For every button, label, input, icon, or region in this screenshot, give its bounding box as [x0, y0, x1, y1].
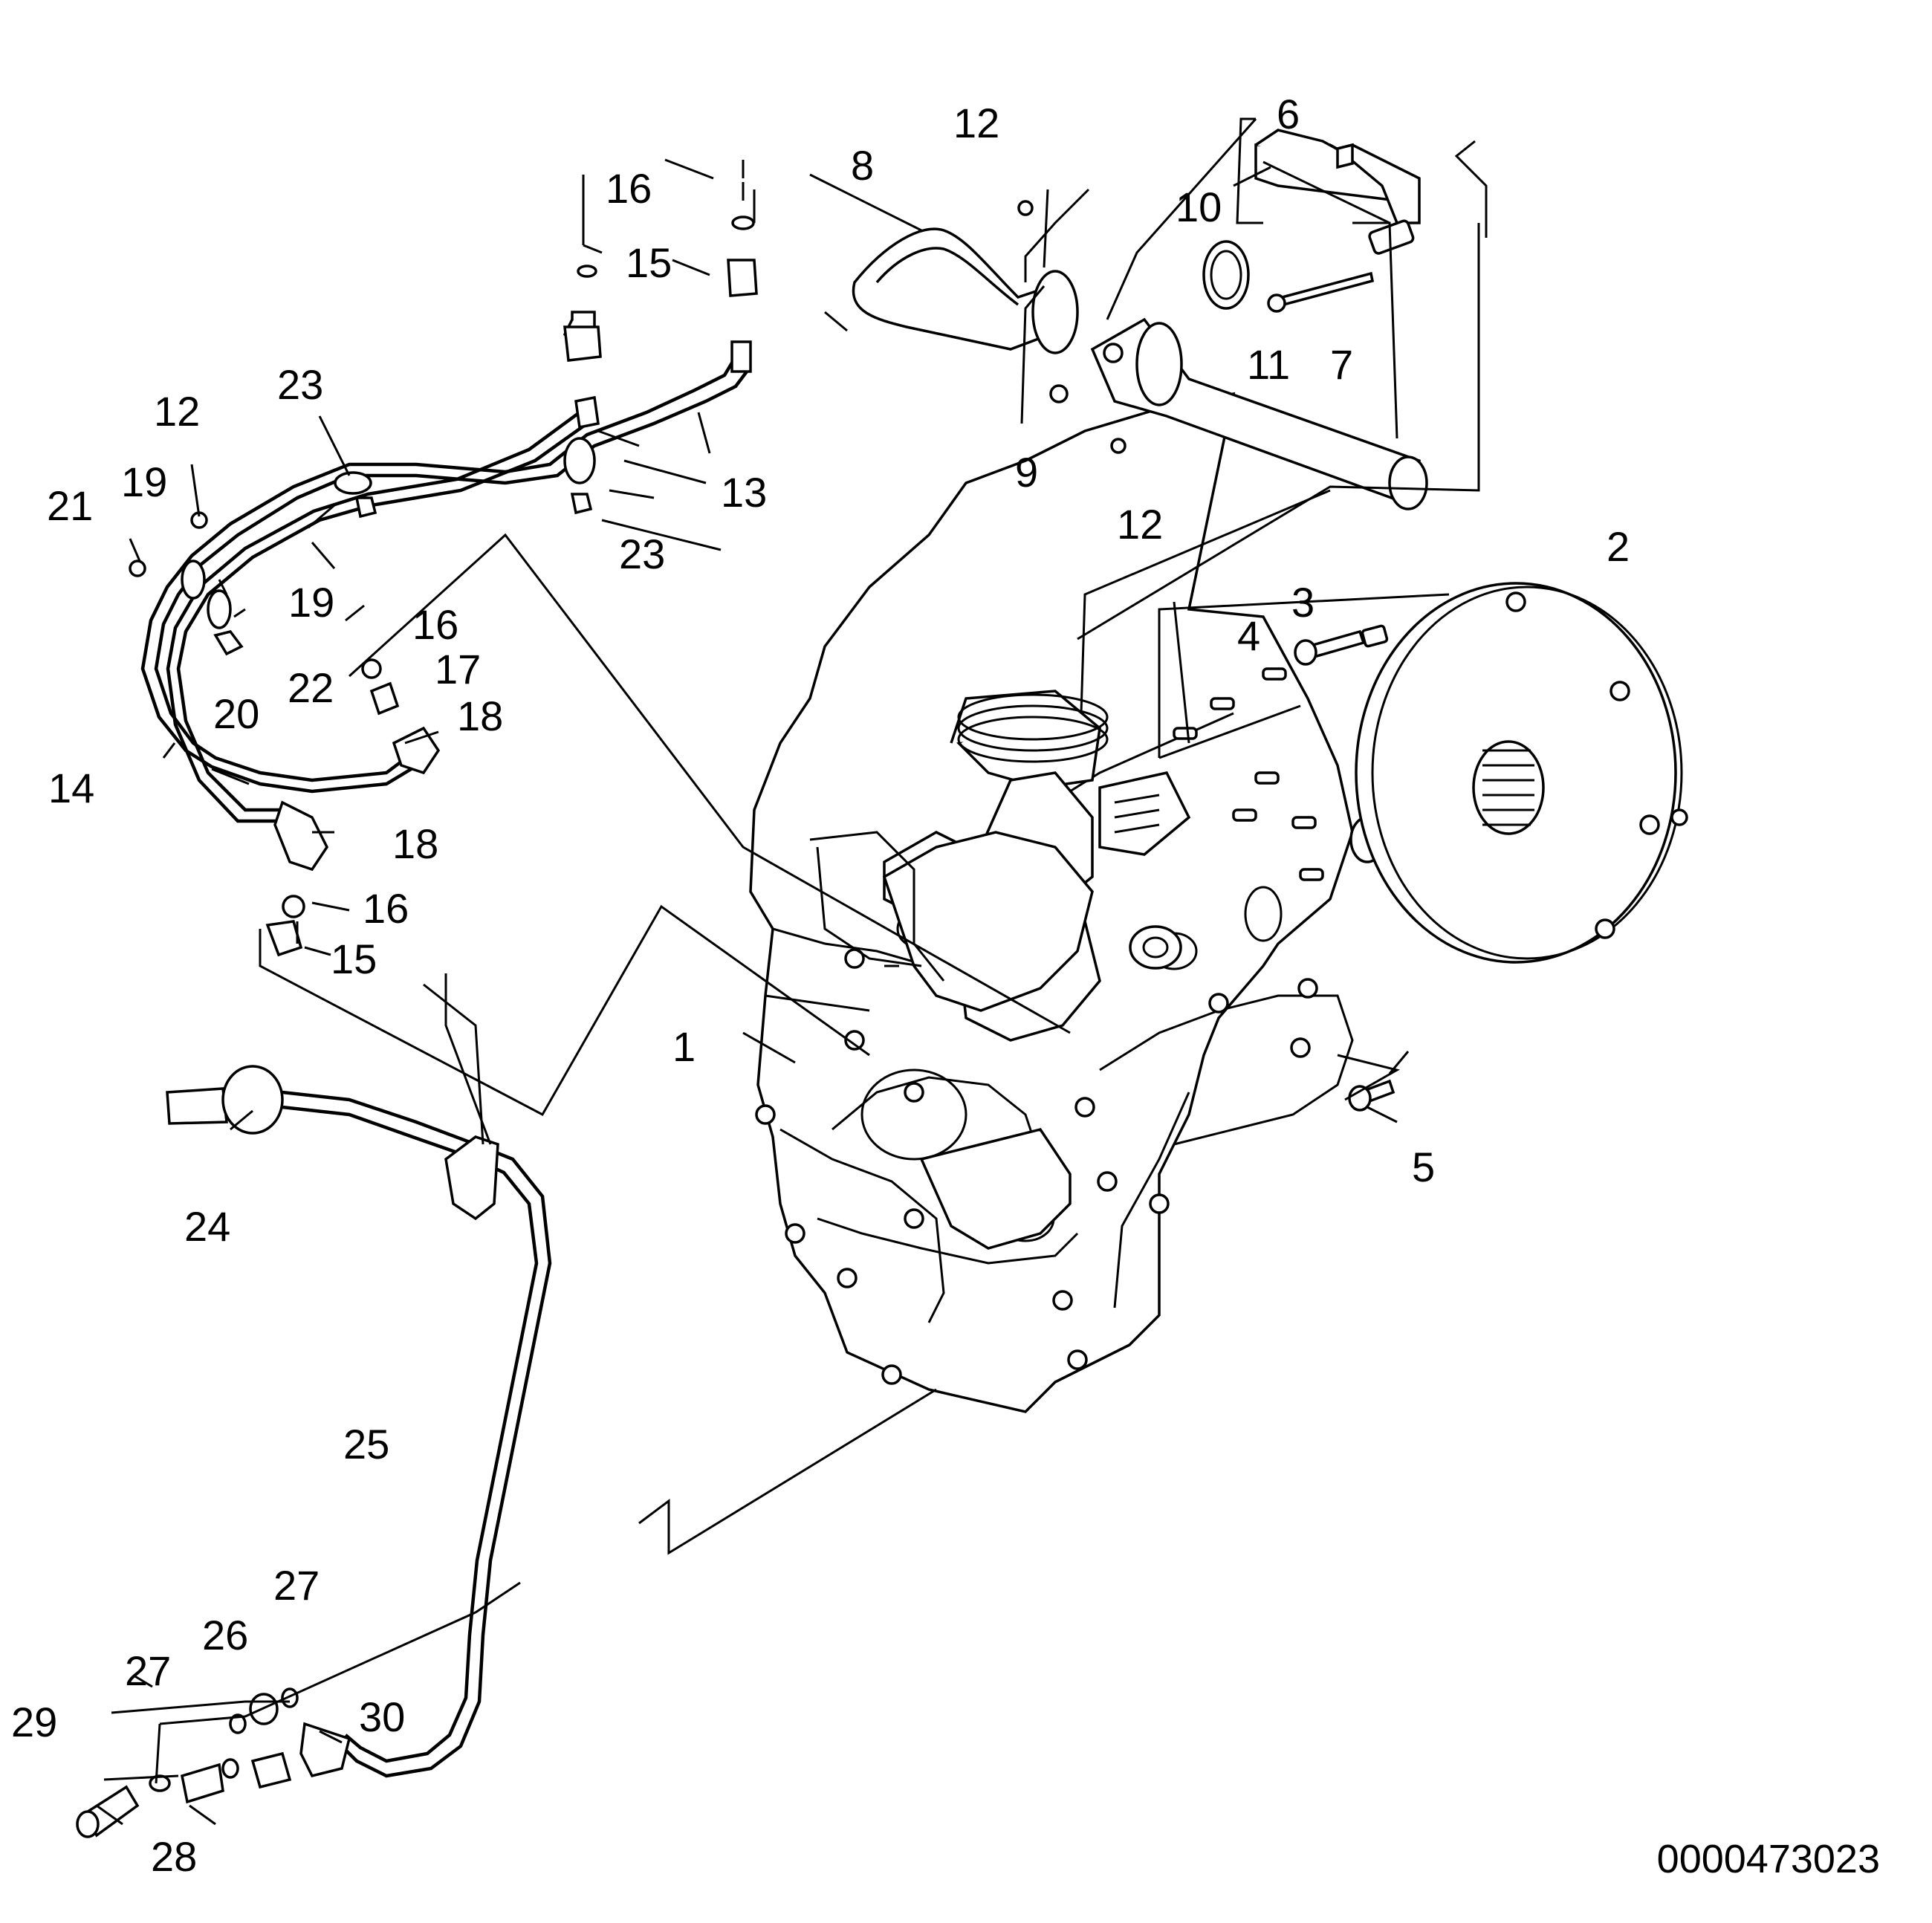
part-label-16c: 16: [363, 885, 409, 932]
part-label-12a: 12: [953, 100, 999, 146]
part-labels: 1 2 3 4 5 6 7 8 9 10 11 12 12 12 13 14 1…: [11, 91, 1630, 1880]
housing-slots: [1173, 667, 1324, 881]
part-label-15a: 15: [626, 239, 672, 286]
part-label-21: 21: [47, 482, 93, 529]
part-label-9: 9: [1015, 449, 1038, 496]
part-label-29: 29: [11, 1699, 57, 1745]
part-label-18a: 18: [457, 693, 503, 739]
housing-bosses: [755, 948, 1318, 1385]
part-label-19a: 19: [121, 458, 167, 505]
leader-lines: [96, 117, 1488, 1826]
part-label-6: 6: [1277, 91, 1300, 137]
cooler-lines: [129, 215, 758, 957]
part-label-25: 25: [343, 1421, 389, 1468]
part-label-16a: 16: [606, 165, 652, 212]
part-label-12c: 12: [154, 388, 200, 435]
part-label-13: 13: [721, 469, 767, 516]
flexplate: [1355, 582, 1688, 964]
part-label-18b: 18: [392, 820, 438, 867]
part-label-3: 3: [1291, 579, 1315, 626]
part-label-5: 5: [1412, 1144, 1435, 1190]
part-label-8: 8: [851, 142, 874, 189]
part-label-7: 7: [1330, 341, 1353, 388]
part-label-20: 20: [213, 690, 259, 737]
part-label-24: 24: [184, 1203, 230, 1250]
part-label-26: 26: [202, 1612, 248, 1658]
intake-tube-assembly: [852, 129, 1428, 510]
fasteners: [1294, 624, 1395, 1112]
part-label-15b: 15: [331, 935, 377, 982]
part-label-19b: 19: [288, 579, 334, 626]
part-label-17: 17: [435, 646, 481, 693]
part-label-28: 28: [151, 1833, 197, 1880]
part-label-1: 1: [672, 1023, 696, 1070]
part-label-30: 30: [359, 1693, 405, 1740]
part-label-2: 2: [1607, 523, 1630, 570]
part-label-4: 4: [1237, 612, 1260, 659]
part-label-23b: 23: [619, 531, 665, 577]
document-number: 0000473023: [1656, 1837, 1880, 1881]
part-label-23a: 23: [277, 361, 323, 408]
part-label-27b: 27: [125, 1647, 171, 1694]
part-label-10: 10: [1176, 184, 1222, 230]
part-label-22: 22: [288, 664, 334, 711]
transmission-housing: [749, 392, 1385, 1413]
part-label-16b: 16: [412, 601, 458, 648]
part-label-27a: 27: [273, 1562, 320, 1609]
dipstick-tube-hose: [76, 1065, 552, 1838]
part-label-12b: 12: [1117, 501, 1163, 548]
part-label-11: 11: [1247, 341, 1290, 388]
part-label-14: 14: [48, 765, 94, 811]
